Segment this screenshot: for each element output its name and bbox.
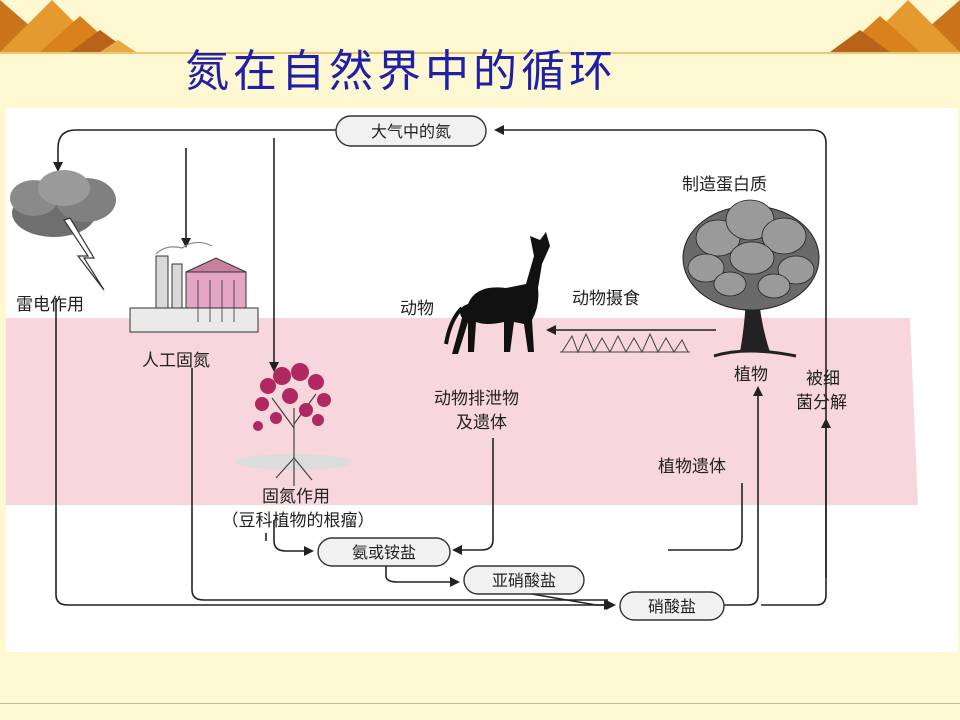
- arrow-legume-to-ammonia: [273, 520, 314, 556]
- node-ammonia-label: 氨或铵盐: [352, 543, 416, 562]
- industrial-fixation-label: 人工固氮: [142, 351, 210, 371]
- biological-fixation-label: 固氮作用: [262, 487, 330, 507]
- excretion-label: 动物排泄物: [434, 389, 519, 409]
- arrow-bacteria-to-atmosphere: [494, 125, 827, 578]
- storm-cloud-icon: [10, 170, 116, 291]
- animal-label: 动物: [400, 299, 434, 319]
- header-decoration: [0, 0, 960, 54]
- arrow-industrial-to-ammonia: [191, 368, 608, 601]
- slide-header: [0, 0, 960, 108]
- node-nitrite-label: 亚硝酸盐: [492, 571, 556, 590]
- plant-remains-label: 植物遗体: [658, 457, 726, 477]
- page-title: 氮在自然界中的循环: [185, 46, 617, 97]
- arrow-ammonia-to-nitrite: [385, 566, 460, 587]
- arrow-atmosphere-to-lightning: [53, 129, 336, 172]
- node-atmosphere-label: 大气中的氮: [371, 122, 451, 141]
- node-nitrate: 硝酸盐: [619, 591, 725, 621]
- lightning-label: 雷电作用: [16, 295, 84, 315]
- arrow-lightning-to-nitrate: [55, 298, 616, 610]
- bacteria-label: 被细: [806, 369, 840, 389]
- arrow-animal-to-ammonia: [452, 438, 494, 555]
- biological-fixation-sublabel: （豆科植物的根瘤）: [222, 511, 375, 531]
- excretion-sublabel: 及遗体: [456, 413, 507, 433]
- plant-label: 植物: [734, 365, 768, 385]
- triangle-ornament-icon: [0, 0, 960, 52]
- horse-icon: [444, 232, 550, 354]
- diagram-canvas: 大气中的氮 氨或铵盐 亚硝酸盐 硝酸盐: [6, 115, 918, 621]
- arrow-nitrate-to-plant: [724, 386, 763, 606]
- arrow-plant-remains-to-ammonia: [668, 483, 743, 551]
- slide-footer-rule: [0, 703, 960, 704]
- grass-icon: [560, 332, 690, 354]
- node-nitrite: 亚硝酸盐: [463, 565, 585, 595]
- tree-icon: [682, 199, 820, 358]
- node-nitrate-label: 硝酸盐: [648, 597, 696, 616]
- node-ammonia: 氨或铵盐: [317, 537, 451, 567]
- bacteria-sublabel: 菌分解: [796, 393, 847, 413]
- legume-plant-icon: 固氮作用 （豆科植物的根瘤）: [222, 363, 375, 531]
- protein-label: 制造蛋白质: [682, 175, 767, 195]
- flow-arrows: [53, 125, 831, 610]
- arrow-nitrate-to-bacteria: [761, 418, 831, 606]
- node-atmosphere: 大气中的氮: [335, 115, 487, 147]
- ground-band: [6, 318, 918, 505]
- nitrogen-cycle-diagram: 大气中的氮 氨或铵盐 亚硝酸盐 硝酸盐: [6, 108, 958, 652]
- feeding-label: 动物摄食: [572, 289, 640, 309]
- arrow-nitrite-to-nitrate: [525, 592, 614, 610]
- factory-icon: [129, 241, 259, 333]
